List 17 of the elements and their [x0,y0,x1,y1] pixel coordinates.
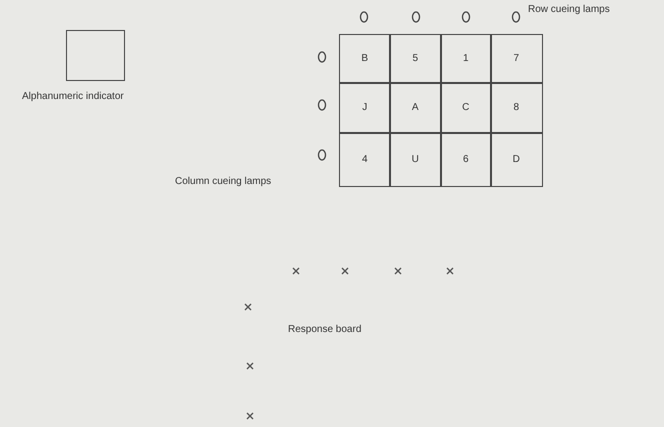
grid-cell: 8 [490,82,542,134]
grid-cell: 4 [339,132,390,186]
board-label: Response board [288,324,362,335]
grid-cell: J [339,82,390,134]
indicator-box [66,30,125,81]
grid-cell: D [490,132,542,186]
grid-cell: 1 [440,34,492,84]
grid-cell: 5 [389,34,442,84]
column-lamps-label: Column cueing lamps [175,176,272,187]
grid-cell: A [389,82,442,134]
grid-cell: 6 [440,132,492,186]
row-lamps-label: Row cueing lamps [528,4,610,15]
indicator-caption: Alphanumeric indicator [22,91,124,102]
grid-cell: C [440,82,492,134]
grid-cell: B [339,34,390,84]
grid-cell: U [389,132,442,186]
grid-cell: 7 [490,34,542,84]
